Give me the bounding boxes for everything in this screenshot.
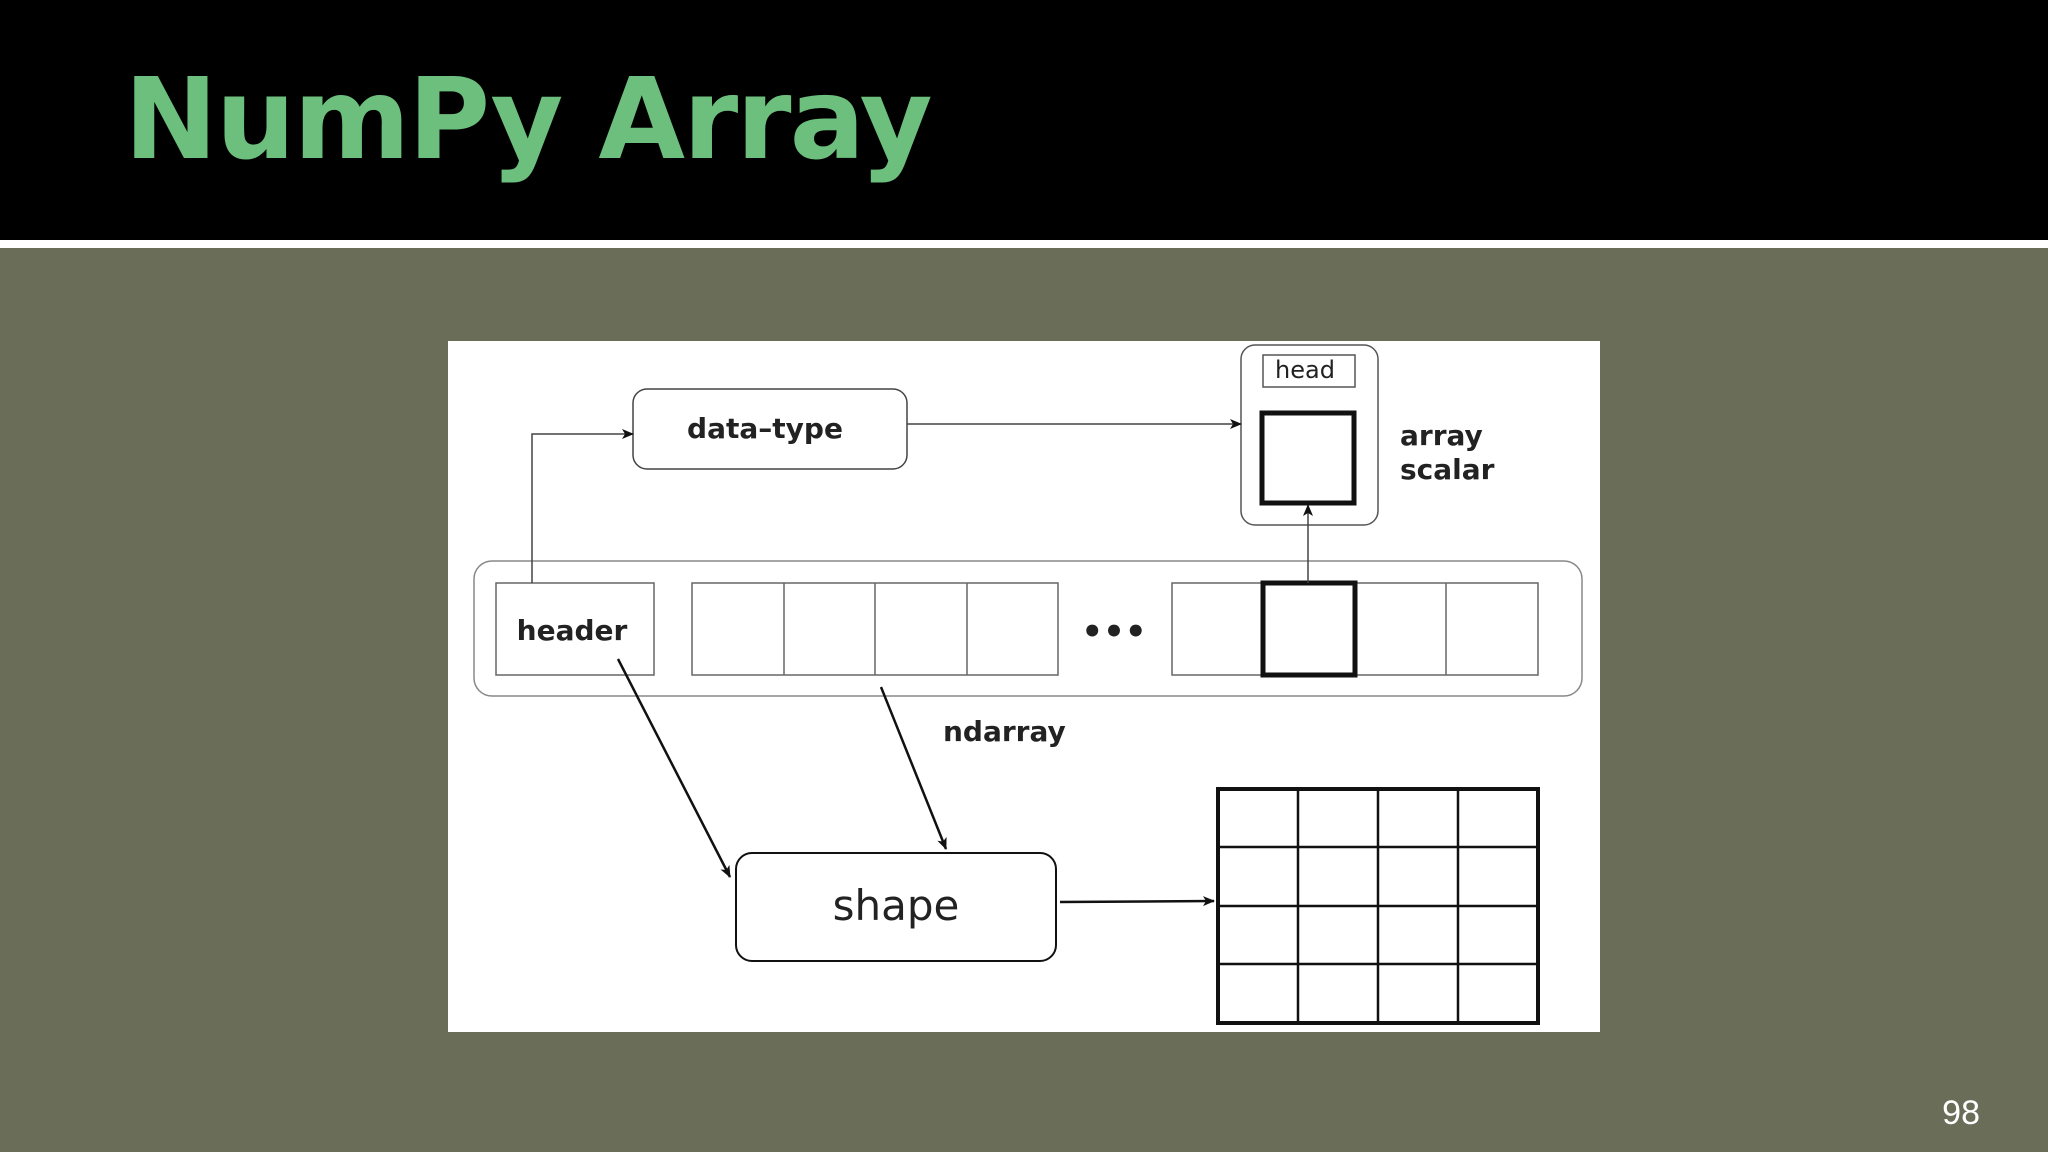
arrow-ndarray-to-shape [879, 686, 948, 850]
shape-grid [1216, 787, 1540, 1025]
head-label: head [1275, 356, 1335, 384]
ellipsis: ••• [1081, 612, 1146, 652]
highlighted-element [1260, 580, 1358, 678]
title-bar: NumPy Array [0, 0, 2048, 240]
array-scalar-element [1259, 410, 1357, 506]
array-scalar-label-line2: scalar [1400, 453, 1495, 486]
slide-title: NumPy Array [124, 55, 933, 185]
numpy-array-diagram: data–type head array scalar header ••• [473, 344, 1583, 1025]
header-box [495, 582, 655, 676]
arrow-header-to-data-type [531, 429, 634, 583]
shape-label: shape [833, 881, 960, 930]
arrow-shape-to-grid [1059, 896, 1215, 907]
data-type-label: data–type [687, 412, 843, 445]
array-scalar-label-line1: array [1400, 419, 1483, 452]
page-number: 98 [1942, 1094, 1980, 1132]
head-box [1262, 354, 1356, 388]
array-elements-left [691, 582, 1059, 676]
ndarray-label: ndarray [943, 715, 1066, 748]
shape-box [735, 852, 1057, 962]
title-divider [0, 240, 2048, 248]
arrow-header-to-shape [616, 658, 732, 878]
diagram-panel: data–type head array scalar header ••• [448, 341, 1600, 1032]
header-label: header [517, 614, 628, 647]
